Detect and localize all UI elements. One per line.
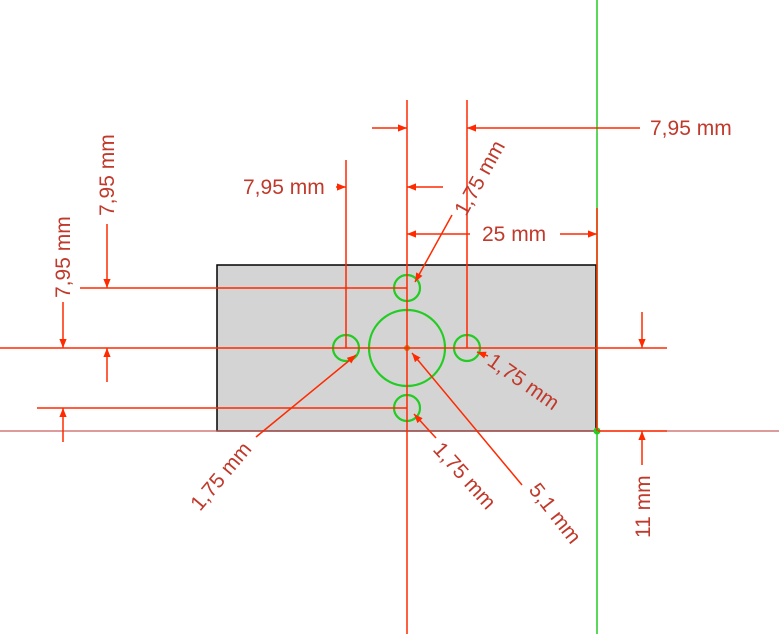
dim-diag-bottom[interactable]: 1,75 mm xyxy=(428,438,500,514)
dimension-lines xyxy=(0,100,667,634)
dim-vert-inner[interactable]: 7,95 mm xyxy=(96,134,119,216)
dim-11[interactable]: 11 mm xyxy=(632,475,655,538)
dim-diag-center[interactable]: 5,1 mm xyxy=(524,479,585,548)
dim-top-left[interactable]: 7,95 mm xyxy=(243,176,325,199)
dim-diag-left[interactable]: 1,75 mm xyxy=(186,438,256,515)
dim-top-right[interactable]: 7,95 mm xyxy=(650,117,732,140)
dim-diag-top[interactable]: 1,75 mm xyxy=(450,137,510,220)
dim-25[interactable]: 25 mm xyxy=(482,223,546,246)
dim-vert-outer[interactable]: 7,95 mm xyxy=(52,216,75,298)
